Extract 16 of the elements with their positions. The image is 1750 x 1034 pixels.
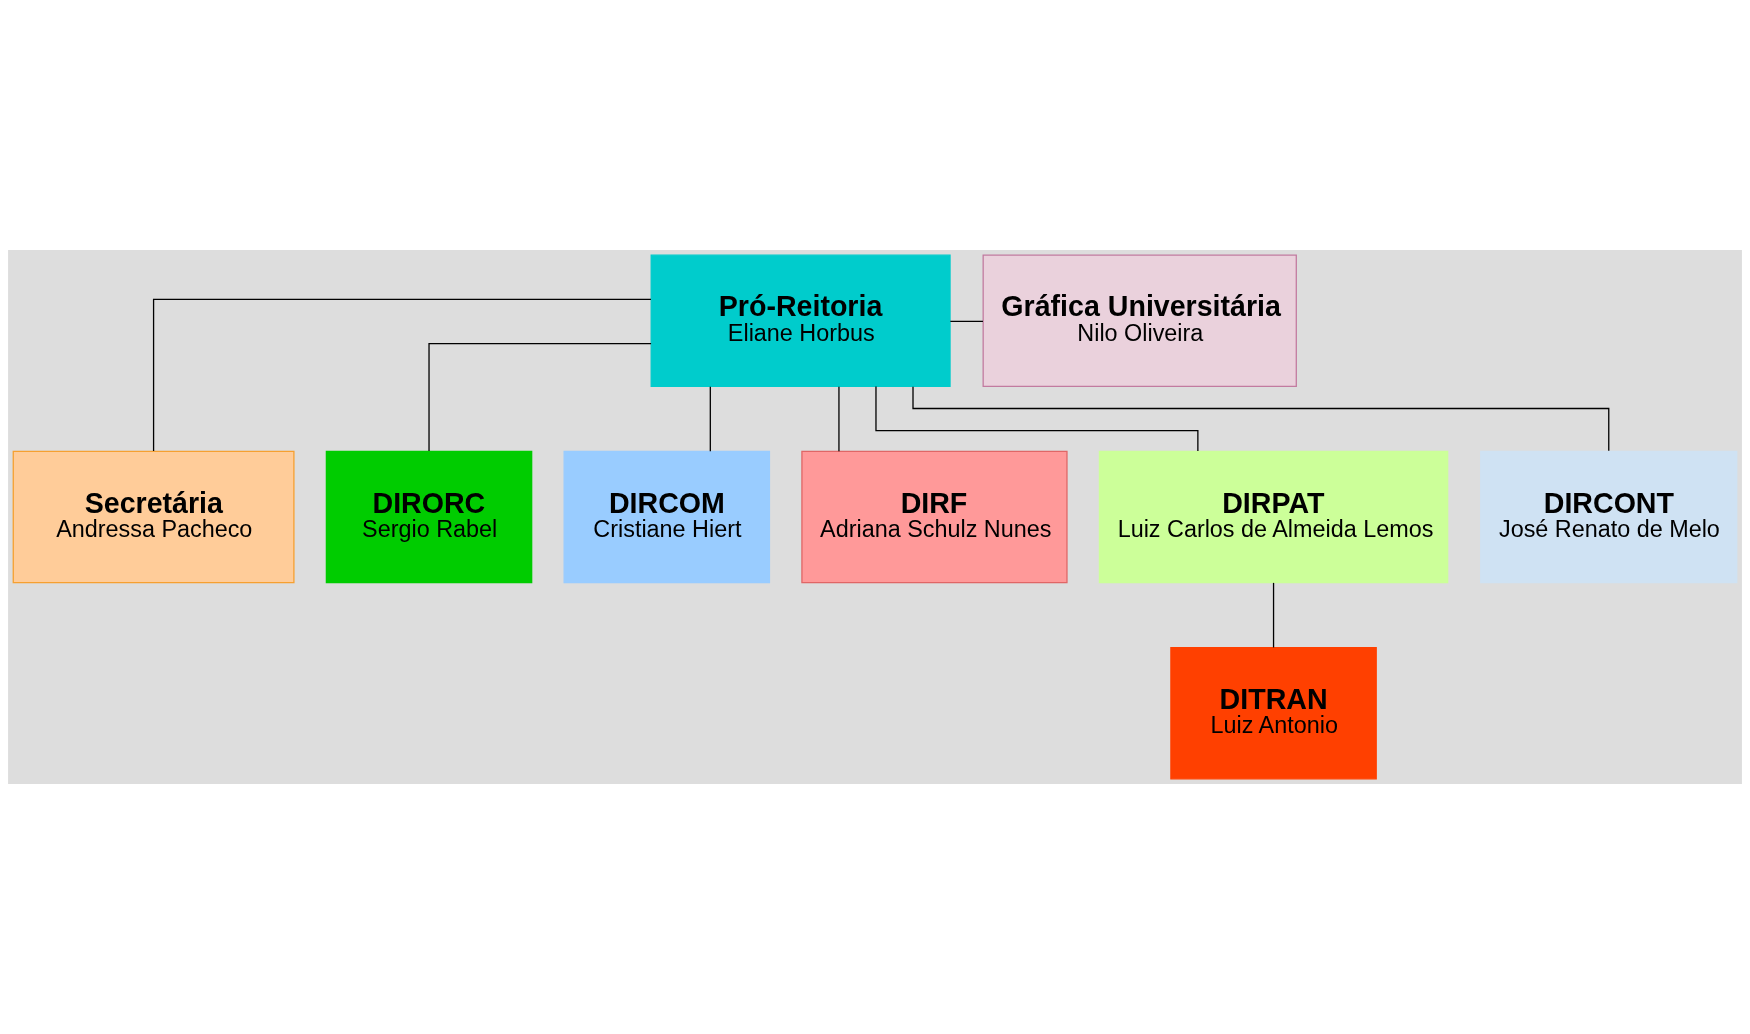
connector — [838, 386, 840, 452]
connector — [428, 342, 652, 452]
node-box: DIRCONT José Renato de Melo — [1480, 450, 1738, 584]
connector — [949, 320, 984, 323]
node-box: DIRCOM Cristiane Hiert — [563, 450, 771, 584]
connector — [912, 386, 1610, 452]
node-box: DIRPAT Luiz Carlos de Almeida Lemos — [1098, 450, 1449, 584]
node-box: Secretária Andressa Pacheco — [12, 450, 295, 584]
node-box: DITRAN Luiz Antonio — [1170, 646, 1377, 780]
node-box: Gráfica Universitária Nilo Oliveira — [982, 254, 1297, 388]
node-box: Pró-Reitoria Eliane Horbus — [650, 254, 951, 388]
node-box: DIRORC Sergio Rabel — [325, 450, 533, 584]
node-box: DIRF Adriana Schulz Nunes — [801, 450, 1068, 584]
connector — [152, 298, 652, 452]
connector — [1272, 582, 1275, 649]
connector — [709, 386, 711, 452]
